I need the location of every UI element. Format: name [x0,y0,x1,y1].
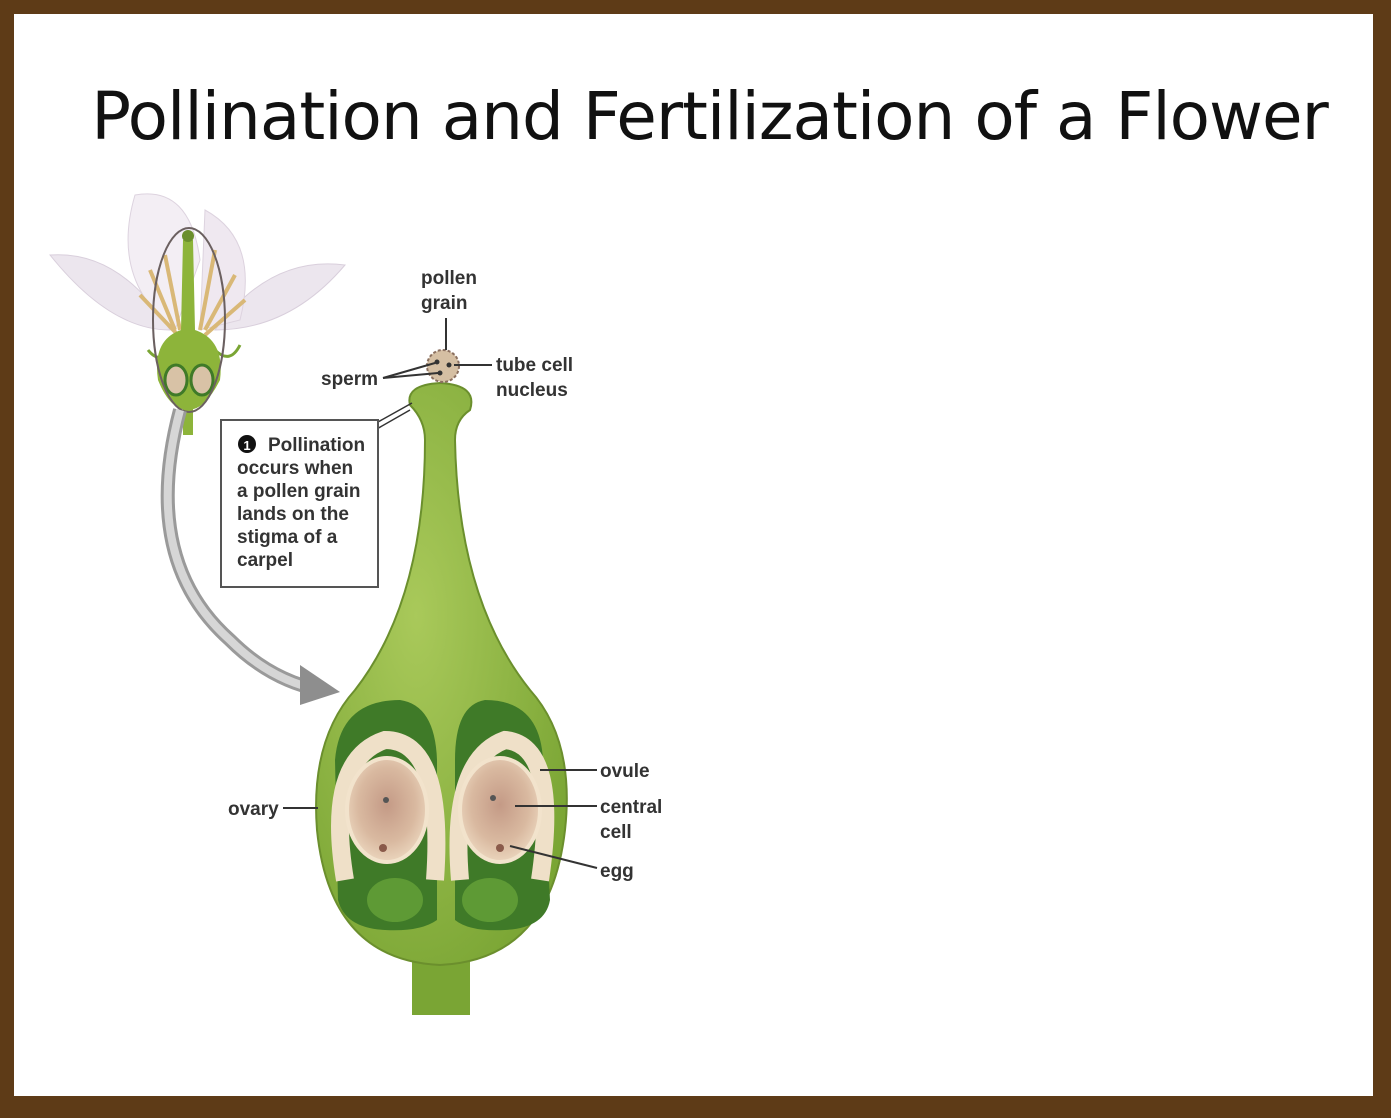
carpel [315,349,568,1015]
pollination-callout: 1 Pollination occurs when a pollen grain… [220,419,379,588]
label-tube-cell-line2: nucleus [496,380,568,401]
label-ovary: ovary [228,799,279,820]
ovule-right [449,730,555,882]
label-pollen-grain-line1: pollen [421,268,477,289]
step-number-badge [238,435,256,453]
label-central-cell-line1: central [600,797,662,818]
label-sperm: sperm [321,369,378,390]
callout-line: a pollen grain [237,481,361,502]
ovule-left [331,730,446,882]
callout-line: Pollination [268,435,365,456]
slide-title: Pollination and Fertilization of a Flowe… [91,78,1329,155]
callout-line: occurs when [237,458,353,479]
callout-line: lands on the [237,504,349,525]
label-ovule: ovule [600,761,650,782]
callout-line: carpel [237,550,293,571]
label-egg: egg [600,861,634,882]
label-tube-cell-line1: tube cell [496,355,573,376]
curved-arrow [160,408,340,705]
label-pollen-grain-line2: grain [421,293,467,314]
step-number: 1 [243,438,250,453]
flower-illustration [49,193,346,435]
label-central-cell-line2: cell [600,822,632,843]
callout-line: stigma of a [237,527,338,548]
leader-lines [283,318,598,869]
